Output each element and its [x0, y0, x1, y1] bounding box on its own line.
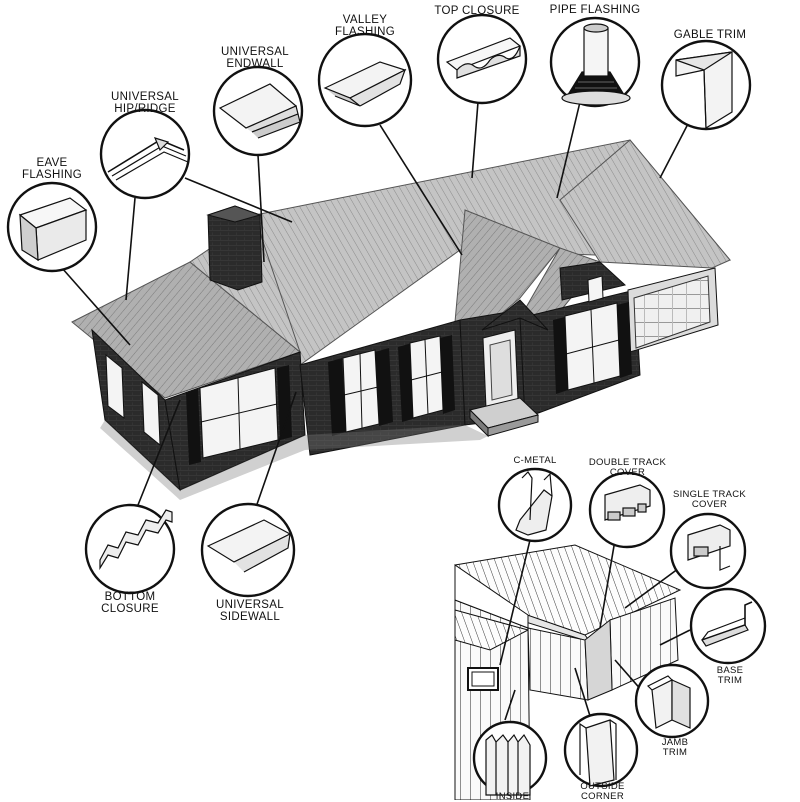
- window: [105, 353, 279, 459]
- base-trim-icon: [701, 601, 753, 647]
- side-building-roof: [454, 609, 530, 651]
- endwall-icon: [218, 83, 301, 139]
- hip-ridge-callout: [99, 108, 191, 200]
- garage-roof: [559, 139, 731, 269]
- bottom-closure-icon: [99, 509, 173, 571]
- inside-corner-label: INSIDE: [495, 791, 530, 802]
- top-closure-icon: [445, 37, 522, 79]
- leader-lines: [61, 101, 691, 511]
- valley-flashing-icon: [323, 61, 407, 107]
- pipe-flashing-icon: [561, 23, 631, 106]
- gable-trim-icon: [675, 51, 733, 130]
- outside-corner-icon: [579, 719, 617, 787]
- pipe-flashing-label: PIPE FLASHING: [549, 4, 641, 16]
- gable-trim-label: GABLE TRIM: [673, 29, 747, 41]
- house-illustration: [71, 139, 732, 500]
- eave-flashing-icon: [18, 197, 88, 262]
- sidewall-icon: [206, 519, 292, 573]
- c-metal-icon: [515, 471, 553, 536]
- jamb-trim-icon: [646, 675, 691, 729]
- garage-door: [633, 275, 711, 349]
- hip-ridge-icon: [107, 137, 189, 181]
- center-wall: [527, 627, 589, 701]
- top-closure-label: TOP CLOSURE: [434, 5, 520, 17]
- c-metal-label: C-METAL: [513, 455, 557, 466]
- base-trim-callout: [689, 587, 767, 665]
- inside-corner-icon: [485, 733, 531, 796]
- single-track-cover-icon: [687, 524, 731, 571]
- double-track-cover-icon: [604, 484, 651, 521]
